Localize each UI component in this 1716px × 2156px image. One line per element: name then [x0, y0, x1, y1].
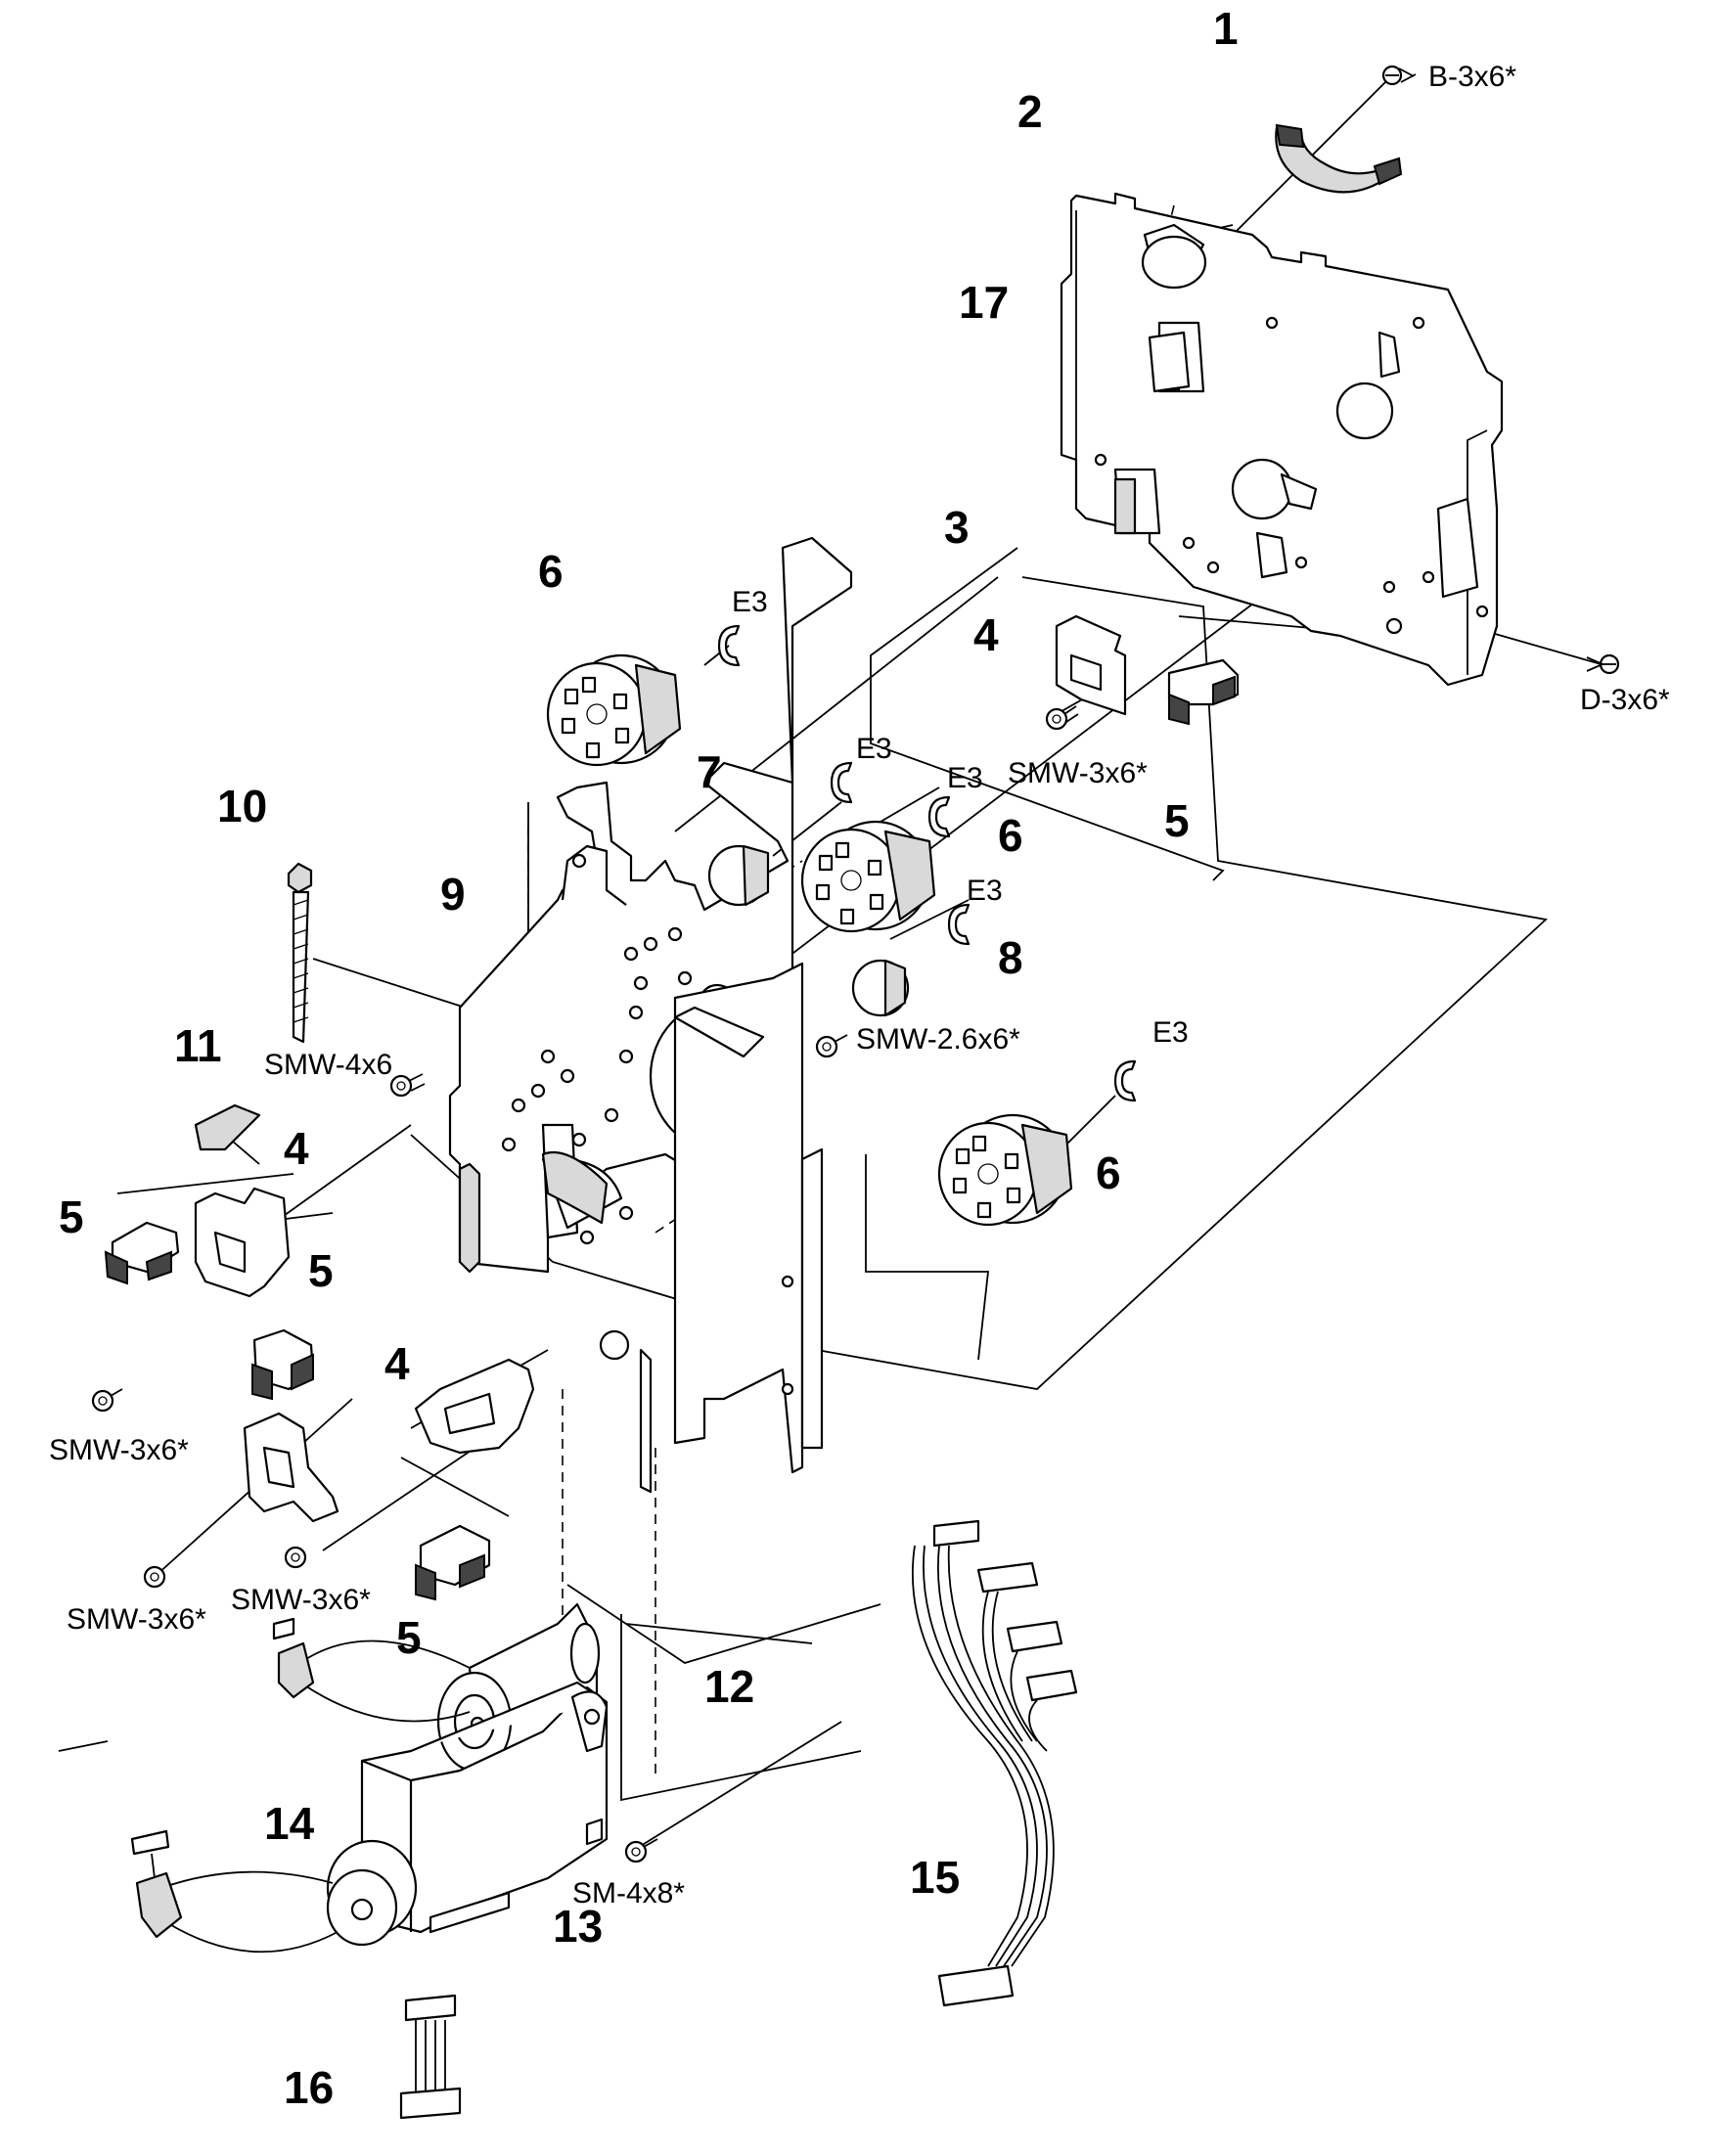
hardware-label-b3x6: B-3x6*	[1428, 61, 1516, 93]
screw-icon	[91, 1388, 123, 1413]
sensor-bracket	[243, 1412, 339, 1523]
gear-icon	[937, 1113, 1073, 1227]
screw-icon	[143, 1565, 166, 1589]
callout-6: 6	[1096, 1147, 1121, 1198]
callout-16: 16	[284, 2062, 334, 2113]
gear-icon	[800, 820, 936, 933]
gear-icon	[851, 959, 910, 1017]
wire-harness	[911, 1519, 1078, 2007]
e-ring-icon	[717, 624, 741, 667]
motor-icon	[272, 1602, 601, 1777]
screw-icon	[1381, 65, 1417, 86]
callout-9: 9	[440, 869, 466, 920]
callout-11: 11	[174, 1020, 222, 1071]
callout-6: 6	[998, 810, 1023, 861]
sensor-bracket	[414, 1358, 535, 1455]
gear-icon	[707, 844, 770, 907]
ribbon-cable	[399, 1994, 462, 2120]
callout-4: 4	[384, 1338, 410, 1389]
arc-bracket	[1275, 123, 1403, 194]
hardware-label-smw3x6: SMW-3x6*	[1008, 757, 1148, 789]
hardware-label-sm4x8: SM-4x8*	[572, 1877, 685, 1909]
hardware-label-smw3x6: SMW-3x6*	[67, 1603, 206, 1636]
callout-17: 17	[959, 277, 1009, 328]
hardware-label-e3: E3	[967, 875, 1003, 907]
callout-14: 14	[264, 1798, 315, 1849]
callout-12: 12	[704, 1661, 754, 1712]
photo-sensor-icon	[1167, 658, 1240, 726]
callout-8: 8	[998, 932, 1023, 983]
hardware-label-smw3x6: SMW-3x6*	[231, 1584, 371, 1616]
callout-2: 2	[1017, 86, 1043, 137]
e-ring-icon	[830, 761, 853, 804]
e-ring-icon	[1113, 1059, 1137, 1102]
cable-tie	[287, 862, 313, 1044]
callout-5: 5	[396, 1612, 422, 1663]
callout-4: 4	[284, 1123, 309, 1174]
photo-sensor-icon	[104, 1221, 180, 1285]
callout-labels: 1 2 17 3 6 4 5 7 6 10 9 8 11 4 6 5 5 4 5…	[59, 3, 1239, 2113]
callout-3: 3	[944, 502, 970, 553]
screw-icon	[389, 1073, 426, 1098]
callout-6: 6	[538, 546, 564, 597]
gear-icon	[546, 653, 682, 767]
sensor-bracket	[194, 1187, 291, 1298]
hardware-label-e3: E3	[947, 762, 983, 794]
screw-icon	[624, 1838, 658, 1864]
sensor-bracket	[1055, 614, 1127, 716]
hardware-label-e3: E3	[856, 733, 892, 765]
callout-5: 5	[1164, 795, 1190, 846]
frame-side-panel	[673, 1006, 765, 1058]
callout-15: 15	[910, 1852, 960, 1903]
screw-icon	[1586, 653, 1620, 675]
hardware-label-smw3x6: SMW-3x6*	[49, 1434, 189, 1466]
callout-10: 10	[217, 781, 267, 831]
photo-sensor-icon	[415, 1524, 491, 1601]
callout-4: 4	[973, 609, 999, 660]
callout-5: 5	[59, 1191, 84, 1242]
hardware-label-e3: E3	[732, 586, 768, 618]
callout-13: 13	[553, 1901, 603, 1952]
hardware-label-e3: E3	[1152, 1016, 1189, 1049]
screw-icon	[284, 1546, 307, 1569]
screw-icon	[815, 1034, 848, 1058]
motor-icon	[130, 1829, 418, 1954]
e-ring-icon	[927, 795, 951, 838]
front-frame-plate	[448, 536, 853, 1494]
hardware-labels: B-3x6* D-3x6* SMW-3x6* SMW-4x6 SMW-2.6x6…	[49, 61, 1670, 1909]
e-ring-icon	[947, 903, 971, 946]
callout-7: 7	[697, 746, 722, 797]
stepper-motor-block	[360, 1681, 609, 1934]
cable-clamp	[1148, 331, 1191, 393]
hardware-label-d3x6: D-3x6*	[1580, 684, 1670, 716]
screw-icon	[1045, 705, 1079, 731]
callout-5: 5	[308, 1245, 334, 1296]
callout-1: 1	[1213, 3, 1239, 54]
photo-sensor-icon	[251, 1328, 315, 1401]
felt-pad	[194, 1103, 261, 1151]
hardware-label-smw26x6: SMW-2.6x6*	[856, 1023, 1020, 1056]
hardware-label-smw4x6: SMW-4x6	[264, 1049, 392, 1081]
rear-side-frame	[1060, 192, 1504, 687]
